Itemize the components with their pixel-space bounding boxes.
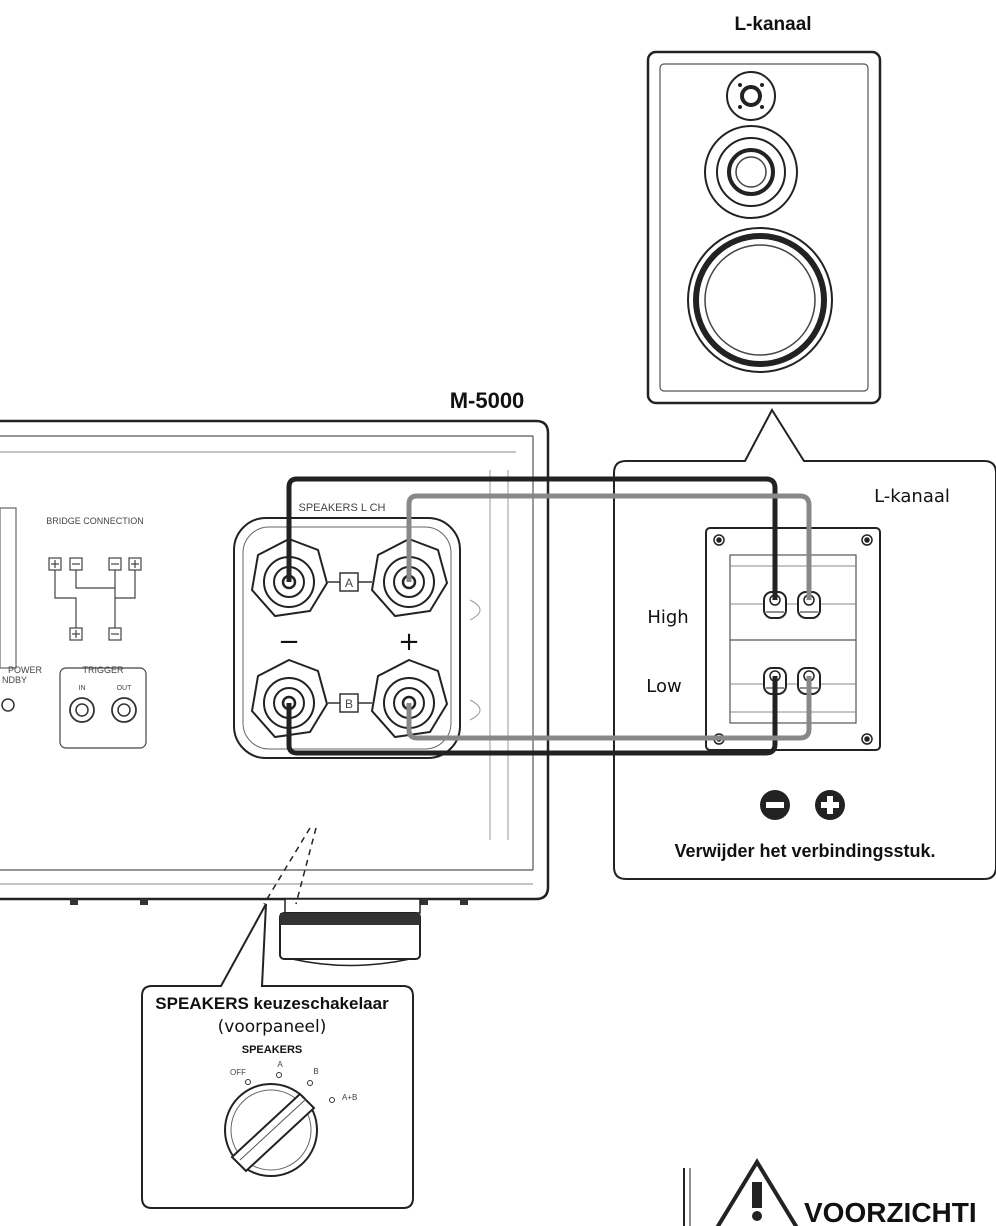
plus-polarity-label: + <box>398 627 420 657</box>
plus-circle-icon <box>815 790 845 820</box>
selector-title: SPEAKERS keuzeschakelaar <box>155 994 389 1013</box>
amplifier-model-label: M-5000 <box>450 388 525 413</box>
minus-circle-icon <box>760 790 790 820</box>
selector-pos-ab: A+B <box>342 1093 357 1102</box>
power-standby-area: POWER NDBY <box>1 665 43 712</box>
woofer-icon <box>687 227 833 373</box>
trigger-label: TRIGGER <box>82 665 124 675</box>
bridge-connection-label: BRIDGE CONNECTION <box>46 516 144 526</box>
speakers-selector-callout <box>141 903 414 1209</box>
terminal-a-badge: A <box>328 572 372 592</box>
warning-text: VOORZICHTI <box>804 1197 977 1226</box>
terminal-b-plus <box>370 658 449 739</box>
selector-leader-lines <box>263 827 317 905</box>
high-terminal-label: High <box>647 607 688 628</box>
instruction-text: Verwijder het verbindingsstuk. <box>674 841 935 861</box>
selector-pos-b: B <box>313 1067 318 1076</box>
callout-channel-label: L-kanaal <box>874 486 950 507</box>
selector-pos-off: OFF <box>230 1068 246 1077</box>
selector-knob-label: SPEAKERS <box>242 1044 303 1056</box>
trigger-in-label: IN <box>79 685 86 692</box>
selector-position-dots <box>245 1072 335 1103</box>
amplifier-foot <box>279 898 421 967</box>
bridge-connection-diagram <box>48 557 142 641</box>
speaker-channel-label: L-kanaal <box>734 14 811 35</box>
cable-grey <box>406 493 812 741</box>
speaker-terminal-plate <box>705 527 881 751</box>
selector-subtitle: (voorpaneel) <box>218 1017 327 1037</box>
standby-label: NDBY <box>2 675 27 685</box>
selector-pos-a: A <box>277 1060 283 1069</box>
midrange-driver-icon <box>704 125 798 219</box>
tweeter-icon <box>726 71 776 121</box>
cable-black <box>286 476 778 756</box>
selector-knob-icon <box>224 1083 318 1177</box>
terminal-b-label: B <box>345 697 353 711</box>
trigger-panel: TRIGGER IN OUT <box>59 665 147 749</box>
power-label: POWER <box>8 665 43 675</box>
trigger-out-label: OUT <box>117 685 133 692</box>
terminal-a-label: A <box>345 576 353 590</box>
warning-icon <box>683 1158 799 1226</box>
speaker-panel-title: SPEAKERS L CH <box>298 502 385 514</box>
minus-polarity-label: − <box>278 627 300 657</box>
low-terminal-label: Low <box>646 676 681 697</box>
terminal-b-badge: B <box>328 693 372 713</box>
